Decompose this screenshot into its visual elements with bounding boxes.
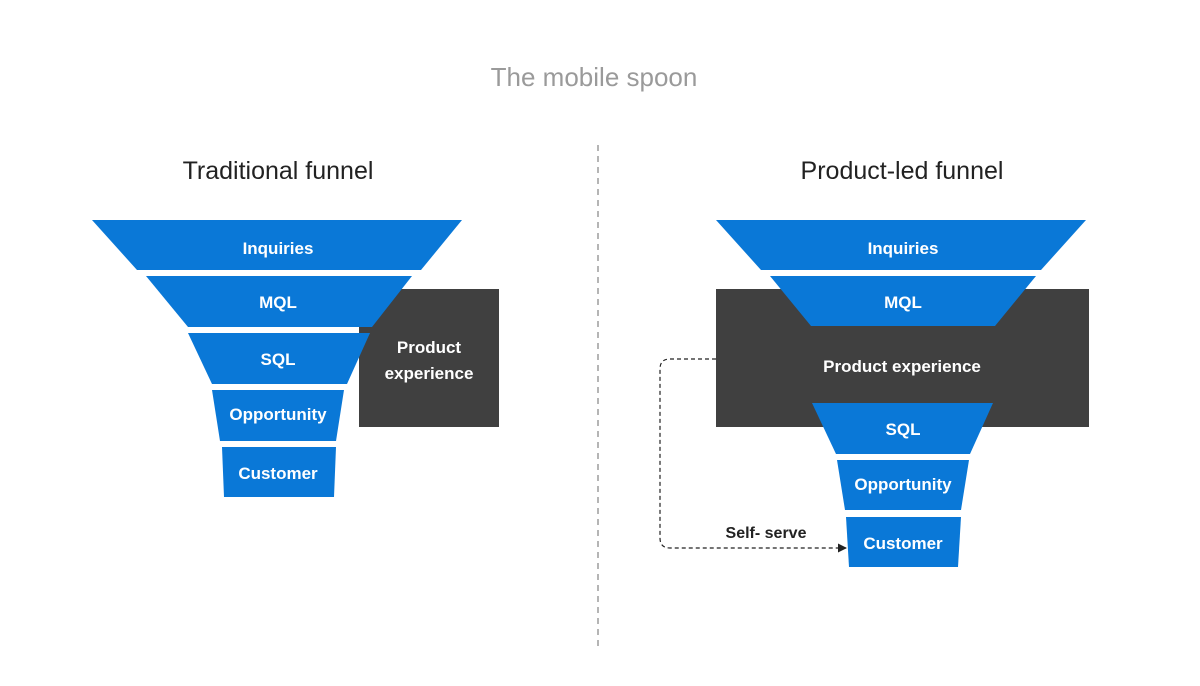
product-led-label-opportunity: Opportunity	[854, 475, 952, 494]
product-led-label-customer: Customer	[863, 534, 943, 553]
traditional-stage-customer	[222, 447, 336, 497]
traditional-stage-mql	[146, 276, 412, 327]
product-led-stage-inquiries	[716, 220, 1086, 270]
self-serve-label: Self- serve	[726, 525, 807, 542]
traditional-label-opportunity: Opportunity	[229, 405, 327, 424]
product-led-stage-customer	[846, 517, 961, 567]
traditional-stage-sql	[188, 333, 370, 384]
traditional-label-sql: SQL	[261, 350, 296, 369]
page-title: The mobile spoon	[490, 62, 698, 92]
product-led-stage-opportunity	[837, 460, 969, 510]
product-led-stage-mql	[770, 276, 1036, 326]
traditional-stage-inquiries	[92, 220, 462, 270]
traditional-label-inquiries: Inquiries	[243, 239, 314, 258]
product-led-label-sql: SQL	[886, 420, 921, 439]
product-led-product-label: Product experience	[823, 357, 981, 376]
traditional-label-mql: MQL	[259, 293, 297, 312]
self-serve-arrow	[659, 358, 847, 553]
product-led-label-inquiries: Inquiries	[868, 239, 939, 258]
product-led-stage-sql	[812, 403, 993, 454]
traditional-product-label-line2: experience	[385, 364, 474, 383]
product-led-label-mql: MQL	[884, 293, 922, 312]
traditional-label-customer: Customer	[238, 464, 318, 483]
product-led-funnel-title: Product-led funnel	[800, 157, 1004, 185]
traditional-stage-opportunity	[212, 390, 344, 441]
traditional-product-label-line1: Product	[397, 338, 462, 357]
traditional-funnel-title: Traditional funnel	[182, 157, 374, 185]
